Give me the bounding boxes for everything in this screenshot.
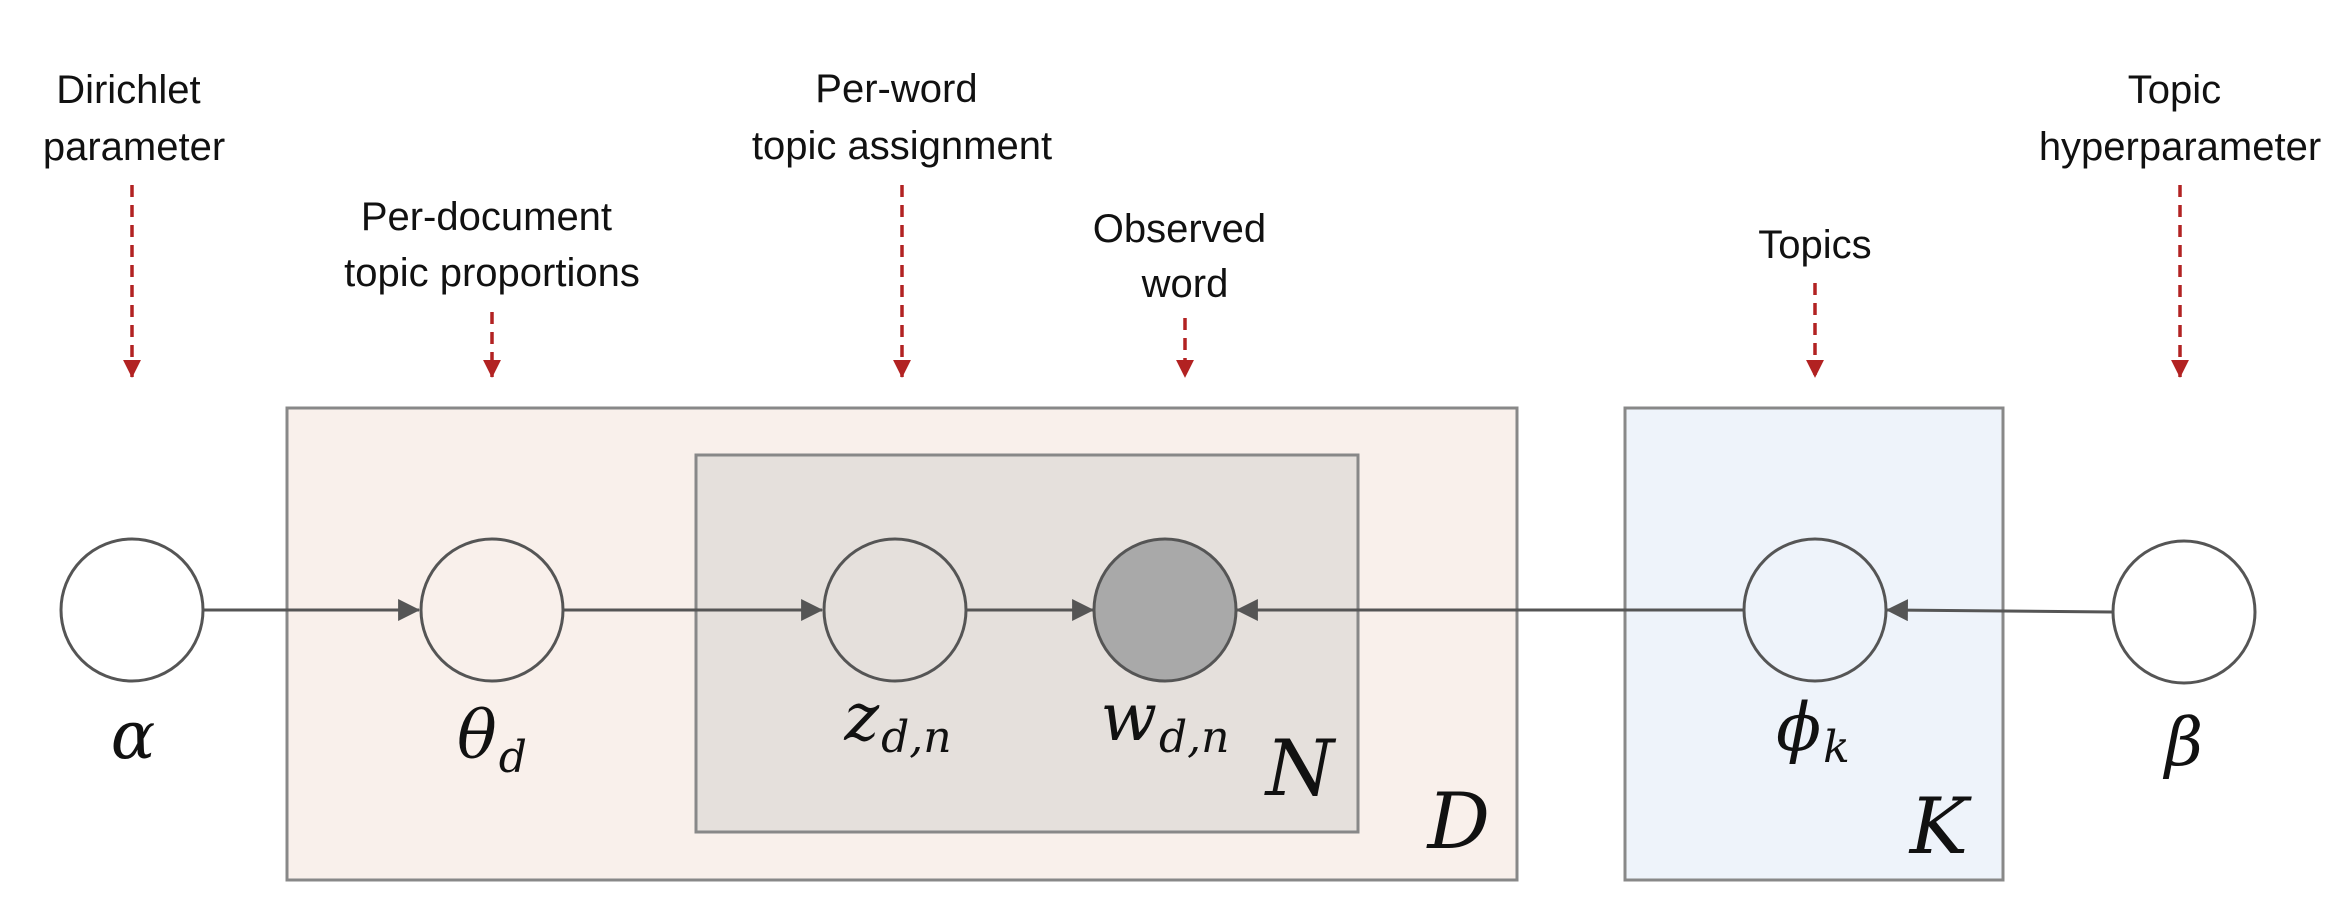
annotation-alpha: Dirichlet parameter xyxy=(43,68,225,169)
annotation-z: Per-word topic assignment xyxy=(752,67,1052,168)
node-z xyxy=(822,537,968,683)
symbol-theta: θd xyxy=(457,697,527,783)
annotation-w: Observed word xyxy=(1093,207,1278,306)
node-w-observed xyxy=(1092,537,1238,683)
symbol-phi: ϕk xyxy=(1776,689,1850,773)
annotation-theta: Per-document topic proportions xyxy=(344,195,640,295)
annotation-phi: Topics xyxy=(1758,223,1871,267)
node-theta xyxy=(419,537,565,683)
plate-k-label: K xyxy=(1908,782,1973,872)
plate-n-label: N xyxy=(1264,724,1337,814)
plate-n xyxy=(694,453,1360,834)
edge-beta-phi xyxy=(1885,599,2113,622)
node-phi xyxy=(1742,537,1888,683)
symbol-alpha: α xyxy=(111,697,156,774)
symbol-beta: β xyxy=(2162,704,2203,781)
symbol-w: wd,n xyxy=(1101,679,1230,763)
node-beta xyxy=(2111,539,2257,685)
node-alpha xyxy=(59,537,205,683)
annotation-beta: Topic hyperparameter xyxy=(2039,68,2321,169)
plate-d-label: D xyxy=(1425,777,1490,867)
symbol-z: zd,n xyxy=(843,679,951,763)
